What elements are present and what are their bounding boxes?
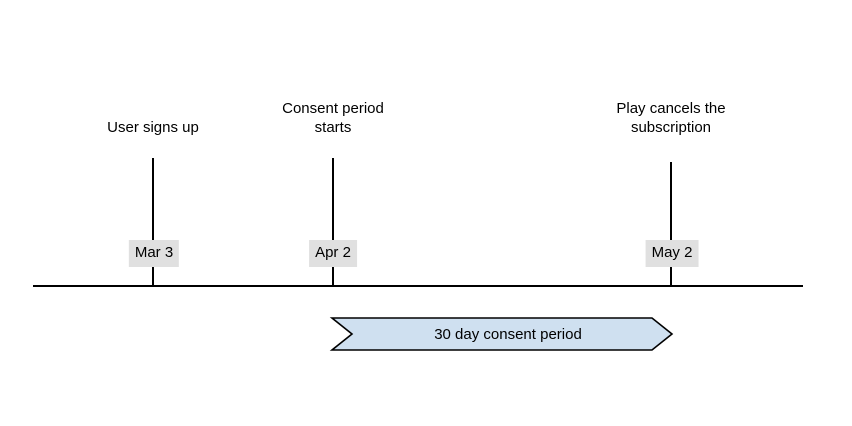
milestone-date-3: May 2 [645, 240, 699, 267]
milestone-label-3: Play cancels the subscription [616, 100, 726, 136]
milestone-label-1: User signs up [107, 119, 199, 136]
milestone-date-1: Mar 3 [128, 240, 180, 267]
consent-period-banner: 30 day consent period [329, 317, 674, 351]
milestone-tick-1 [152, 158, 154, 286]
milestone-tick-3 [670, 162, 672, 286]
milestone-label-2: Consent period starts [282, 100, 384, 136]
milestone-date-2: Apr 2 [309, 240, 357, 267]
consent-period-banner-shape [329, 317, 674, 351]
timeline-axis [33, 285, 803, 287]
milestone-tick-2 [332, 158, 334, 286]
